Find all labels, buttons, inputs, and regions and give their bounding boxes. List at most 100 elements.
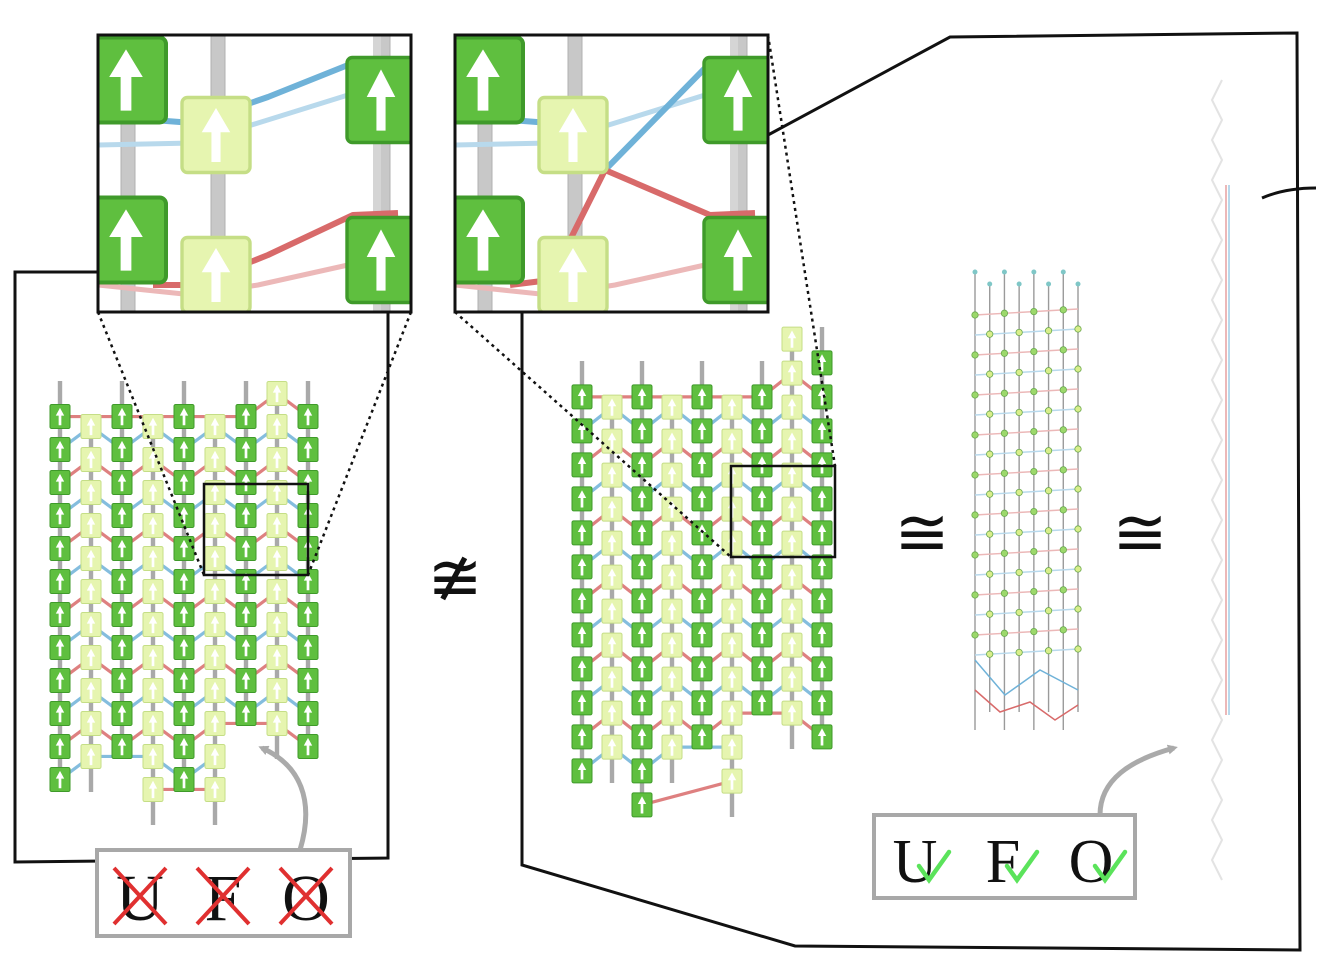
up-arrow-icon — [55, 737, 65, 756]
up-arrow-icon — [366, 229, 396, 291]
unit-module-dark — [571, 758, 593, 784]
unit-module-dark — [297, 635, 319, 661]
unit-module-dark — [173, 437, 195, 463]
unit-module-light — [721, 632, 743, 658]
up-arrow-icon — [577, 660, 587, 678]
unit-module-dark — [691, 690, 713, 716]
zoom-source-box-middle — [729, 464, 837, 559]
wire-node — [1015, 408, 1023, 417]
zoom-inset-left — [96, 33, 413, 314]
up-arrow-icon — [86, 747, 96, 766]
up-arrow-icon — [117, 506, 127, 525]
wire-node — [1030, 507, 1038, 516]
up-arrow-icon — [787, 364, 797, 382]
wire-strand — [974, 689, 1079, 721]
collapsed-zigzag — [1210, 79, 1224, 881]
up-arrow-icon — [241, 506, 251, 525]
wire-node — [1074, 605, 1082, 613]
up-arrow-icon — [303, 737, 313, 756]
left-helix-structure — [49, 380, 319, 825]
wire-node — [971, 351, 979, 359]
up-arrow-icon — [466, 49, 500, 111]
up-arrow-icon — [272, 714, 282, 733]
up-arrow-icon — [117, 539, 127, 558]
unit-module-light — [204, 413, 226, 439]
unit-module-light — [204, 710, 226, 736]
unit-module-dark — [297, 701, 319, 727]
unit-module-dark — [631, 724, 653, 750]
wire-node — [1030, 347, 1038, 356]
wire-node — [971, 311, 979, 319]
unit-module-dark — [631, 758, 653, 784]
unit-module-light — [601, 598, 623, 624]
up-arrow-icon — [577, 422, 587, 440]
unit-module-light — [142, 479, 164, 505]
unit-module-dark — [297, 602, 319, 628]
up-arrow-icon — [179, 440, 189, 459]
up-arrow-icon — [86, 516, 96, 535]
up-arrow-icon — [577, 558, 587, 576]
up-arrow-icon — [55, 572, 65, 591]
up-arrow-icon — [637, 490, 647, 508]
unit-module-dark — [751, 384, 773, 410]
unit-module-dark — [173, 701, 195, 727]
unit-module-dark — [235, 503, 257, 529]
up-arrow-icon — [210, 681, 220, 700]
red-strand — [153, 210, 399, 288]
unit-module-dark — [49, 668, 71, 694]
up-arrow-icon — [667, 602, 677, 620]
unit-module-dark — [631, 520, 653, 546]
wire-node — [986, 330, 994, 338]
up-arrow-icon — [148, 549, 158, 568]
up-arrow-icon — [117, 737, 127, 756]
unit-module-light — [142, 611, 164, 637]
unit-module-light — [721, 564, 743, 590]
unit-module-dark — [111, 734, 133, 760]
unit-module-light — [781, 462, 803, 488]
unit-module-dark — [111, 536, 133, 562]
up-arrow-icon — [757, 422, 767, 440]
unit-module-dark — [571, 690, 593, 716]
unit-module-dark — [49, 635, 71, 661]
up-arrow-icon — [117, 704, 127, 723]
wire-node — [1044, 447, 1053, 455]
up-arrow-icon — [637, 728, 647, 746]
up-arrow-icon — [117, 473, 127, 492]
up-arrow-icon — [272, 384, 282, 403]
unit-module-dark — [235, 536, 257, 562]
up-arrow-icon — [727, 568, 737, 586]
wire-node — [1016, 281, 1022, 287]
up-arrow-icon — [179, 704, 189, 723]
unit-module-light — [661, 700, 683, 726]
up-arrow-icon — [697, 490, 707, 508]
up-arrow-icon — [667, 704, 677, 722]
up-arrow-icon — [607, 432, 617, 450]
wire-node — [1001, 269, 1007, 275]
up-arrow-icon — [787, 704, 797, 722]
up-arrow-icon — [55, 473, 65, 492]
unit-module-dark — [751, 554, 773, 580]
unit-module-light — [601, 394, 623, 420]
wire-node — [1030, 547, 1038, 556]
unit-module-dark — [571, 724, 593, 750]
up-arrow-icon — [727, 738, 737, 756]
up-arrow-icon — [637, 524, 647, 542]
up-arrow-icon — [86, 648, 96, 667]
unit-module-dark — [691, 486, 713, 512]
unit-module-dark — [811, 724, 833, 750]
unit-module-light — [661, 394, 683, 420]
up-arrow-icon — [210, 450, 220, 469]
wire-node — [1044, 327, 1053, 335]
unit-module-light — [601, 428, 623, 454]
up-arrow-icon — [55, 440, 65, 459]
up-arrow-icon — [241, 440, 251, 459]
unit-module-dark — [691, 452, 713, 478]
unit-module-dark — [702, 55, 768, 145]
up-arrow-icon — [210, 417, 220, 436]
up-arrow-icon — [757, 660, 767, 678]
wire-node — [1059, 466, 1067, 474]
unit-module-dark — [751, 588, 773, 614]
up-arrow-icon — [697, 388, 707, 406]
up-arrow-icon — [303, 638, 313, 657]
unit-module-light — [80, 446, 102, 472]
